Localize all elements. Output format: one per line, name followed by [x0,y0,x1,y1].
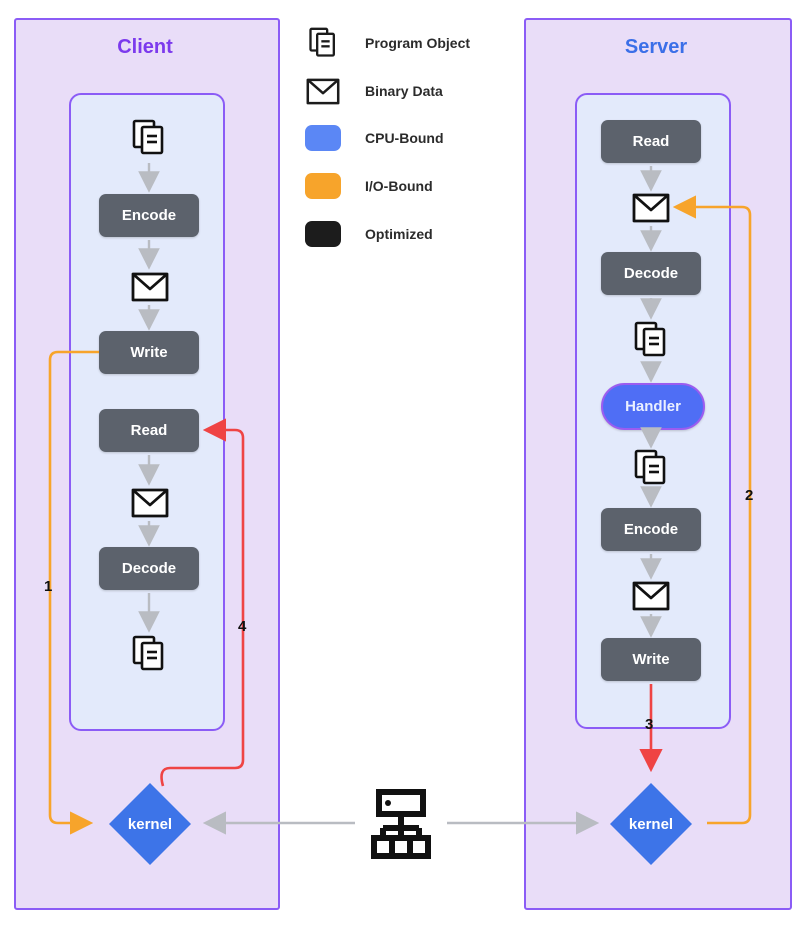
network-hub-icon [370,788,432,865]
node-label: Write [130,344,168,361]
binary-data-icon [632,580,670,616]
flow-label-step-2: 2 [745,487,754,504]
node-label: Decode [623,265,679,282]
node-label: Handler [625,398,681,415]
legend-label: Optimized [365,226,433,242]
server-node-read[interactable]: Read [601,120,701,163]
server-node-encode[interactable]: Encode [601,508,701,551]
swatch-io-bound [305,173,341,199]
server-kernel[interactable]: kernel [601,774,701,874]
server-node-decode[interactable]: Decode [601,252,701,295]
legend-item-io-bound: I/O-Bound [305,171,433,201]
client-node-decode[interactable]: Decode [99,547,199,590]
node-label: Decode [121,560,177,577]
legend-item-optimized: Optimized [305,219,433,249]
binary-data-icon [131,487,169,523]
client-kernel[interactable]: kernel [100,774,200,874]
node-label: Write [632,651,670,668]
legend-label: I/O-Bound [365,178,433,194]
binary-data-icon [632,192,670,228]
swatch-cpu-bound [305,125,341,151]
node-label: Read [632,133,670,150]
swatch-optimized [305,221,341,247]
flow-label-step-1: 1 [44,578,53,595]
server-node-write[interactable]: Write [601,638,701,681]
client-node-encode[interactable]: Encode [99,194,199,237]
legend-item-binary-data: Binary Data [305,76,443,106]
color-swatch-icon [305,171,341,201]
legend-label: CPU-Bound [365,130,444,146]
node-label: Encode [623,521,679,538]
client-node-read[interactable]: Read [99,409,199,452]
client-title: Client [117,36,173,58]
flow-label-step-3: 3 [645,716,654,733]
program-object-icon [131,634,167,679]
program-object-icon [131,118,167,163]
program-object-icon [633,320,669,365]
client-node-write[interactable]: Write [99,331,199,374]
flow-label-step-4: 4 [238,618,247,635]
legend-label: Program Object [365,35,471,51]
node-label: Read [130,422,168,439]
color-swatch-icon [305,219,341,249]
server-node-handler[interactable]: Handler [601,383,705,430]
envelope-icon [305,76,341,106]
server-title: Server [624,36,688,58]
legend-item-program-object: Program Object [305,27,471,58]
kernel-label: kernel [628,815,674,833]
color-swatch-icon [305,123,341,153]
document-icon [305,27,341,58]
legend-item-cpu-bound: CPU-Bound [305,123,444,153]
program-object-icon [633,448,669,493]
kernel-label: kernel [127,815,173,833]
binary-data-icon [131,271,169,307]
node-label: Encode [121,207,177,224]
legend-label: Binary Data [365,83,443,99]
